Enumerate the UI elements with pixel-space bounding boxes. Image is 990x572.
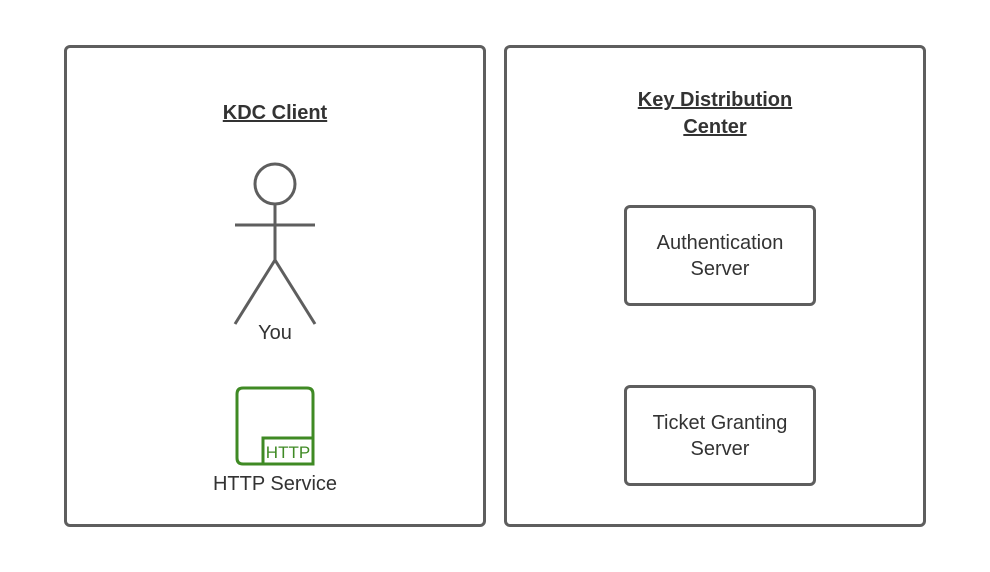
http-icon-text: HTTP	[266, 443, 310, 462]
server-label-line2: Server	[690, 257, 750, 280]
kdc-client-title: KDC Client	[222, 102, 328, 124]
server-label-line2: Server	[690, 437, 750, 460]
kdc-title-line1: Key Distribution	[637, 89, 793, 111]
actor-label: You	[258, 322, 292, 344]
server-label-line1: Authentication	[656, 231, 784, 254]
kdc-client-panel	[64, 45, 486, 527]
kdc-panel	[504, 45, 926, 527]
http-service-label: HTTP Service	[212, 473, 338, 495]
http-service-icon: HTTP	[235, 386, 315, 466]
kdc-title-line2: Center	[683, 116, 747, 138]
server-label-line1: Ticket Granting	[652, 411, 788, 434]
kdc-title: Key Distribution Center	[504, 87, 926, 141]
user-actor-icon	[233, 162, 317, 325]
